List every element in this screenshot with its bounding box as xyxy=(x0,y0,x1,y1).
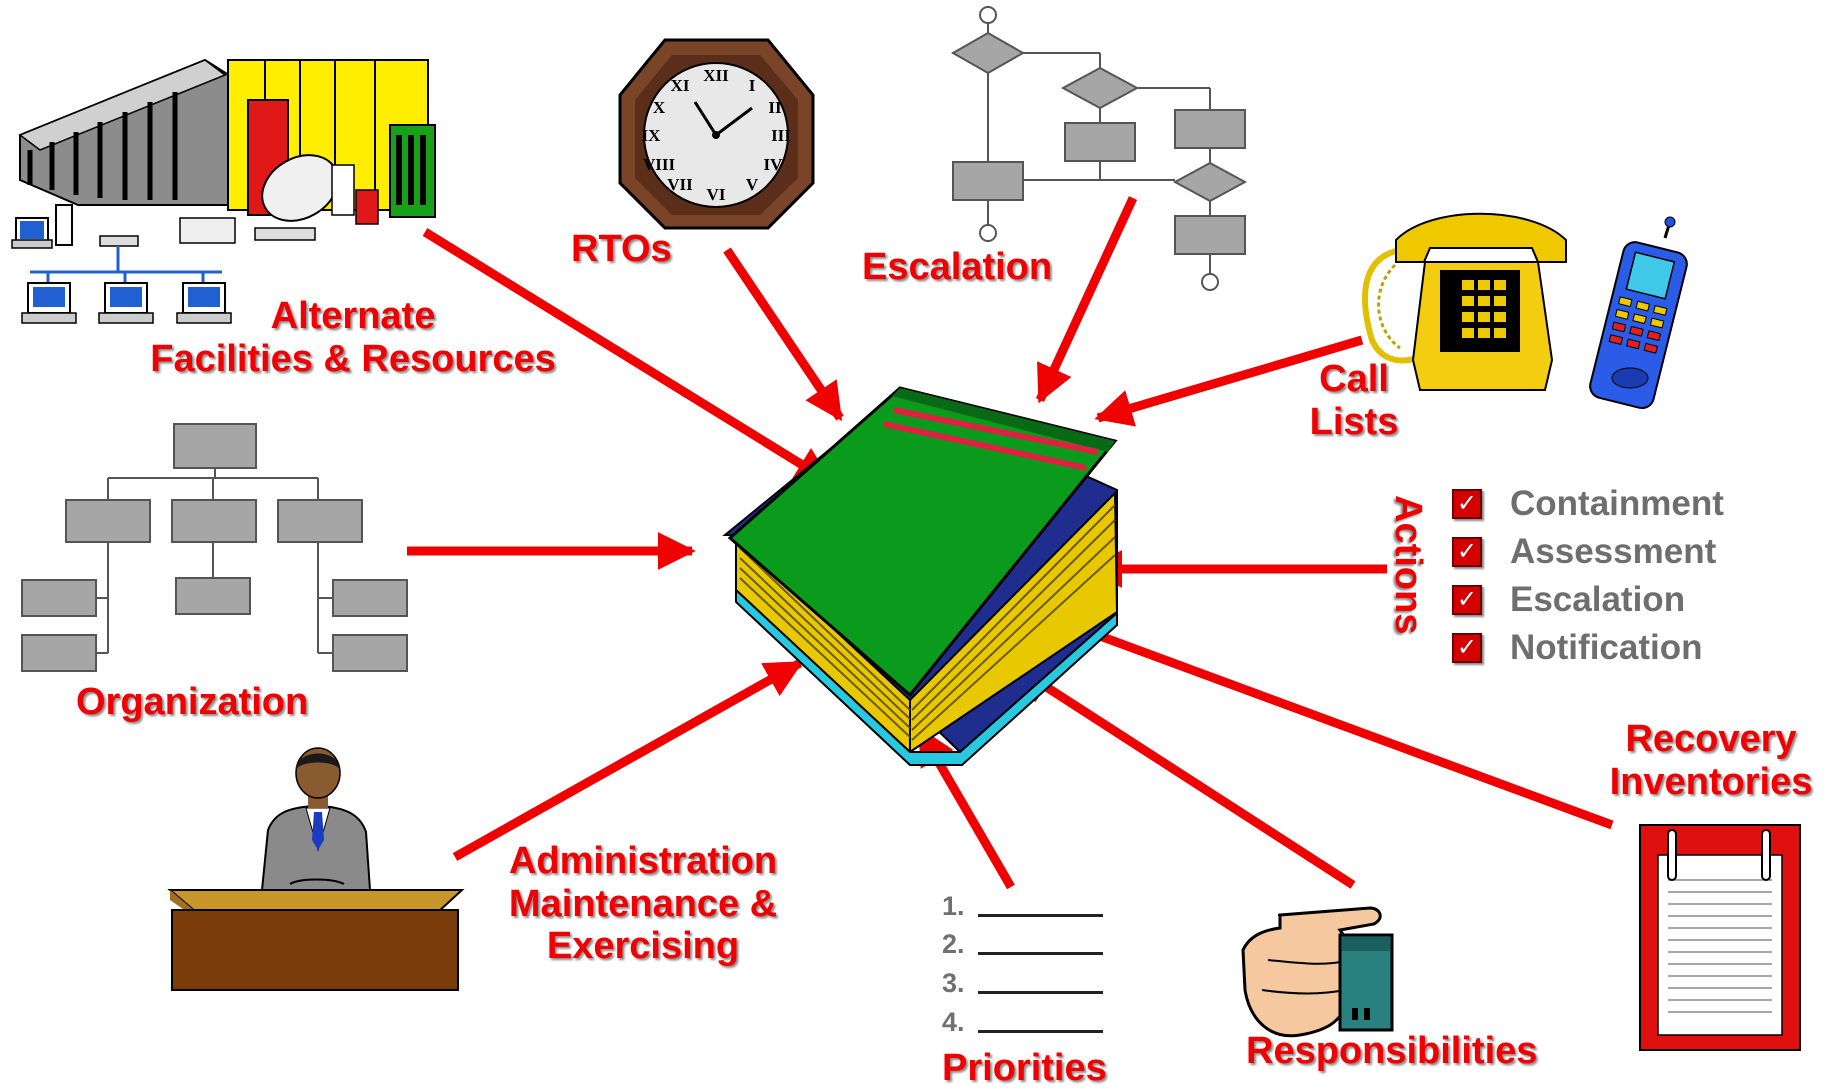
priority-row: 2. xyxy=(942,922,1103,960)
action-item-assessment: ✓ Assessment xyxy=(1452,532,1716,572)
computer-facility-icon xyxy=(11,58,436,324)
label-admin-line2: Maintenance & xyxy=(508,882,778,925)
priority-row: 4. xyxy=(942,1000,1103,1038)
checkbox-icon: ✓ xyxy=(1452,537,1482,567)
svg-text:IV: IV xyxy=(764,155,784,174)
flowchart-icon xyxy=(950,6,1248,291)
checkbox-icon: ✓ xyxy=(1452,585,1482,615)
label-rtos: RTOs xyxy=(571,228,672,270)
label-organization: Organization xyxy=(76,681,309,723)
cell-phone-icon xyxy=(1589,216,1688,410)
label-administration: Administration Maintenance & Exercising xyxy=(478,840,808,968)
priority-blank xyxy=(978,914,1103,917)
svg-text:XII: XII xyxy=(703,66,729,85)
priority-number: 1. xyxy=(942,891,965,921)
action-label: Escalation xyxy=(1510,580,1686,619)
telephone-icon xyxy=(1362,212,1567,391)
arrow-administration xyxy=(452,659,804,861)
label-call-line2: Lists xyxy=(1309,400,1399,443)
label-recovery-inventories: Recovery Inventories xyxy=(1586,718,1835,803)
svg-text:IX: IX xyxy=(642,126,662,145)
arrow-escalation xyxy=(1035,196,1138,404)
label-call-line1: Call xyxy=(1319,358,1389,400)
action-item-escalation: ✓ Escalation xyxy=(1452,580,1685,620)
svg-text:VII: VII xyxy=(667,175,693,194)
numbered-list-icon: 1. xyxy=(942,884,1103,922)
label-alternate-facilities: Alternate Facilities & Resources xyxy=(128,295,578,380)
pointing-hand-icon xyxy=(1241,906,1394,1038)
priority-row: 3. xyxy=(942,961,1103,999)
priority-number: 2. xyxy=(942,929,965,959)
label-alternate-line1: Alternate xyxy=(270,295,436,337)
priority-blank xyxy=(978,952,1103,955)
svg-text:I: I xyxy=(749,76,756,95)
priority-number: 4. xyxy=(942,1007,965,1037)
checkbox-icon: ✓ xyxy=(1452,633,1482,663)
priority-blank xyxy=(978,1030,1103,1033)
svg-text:II: II xyxy=(768,98,782,117)
arrow-call-lists xyxy=(1094,335,1364,427)
label-recovery-line1: Recovery xyxy=(1625,718,1797,760)
svg-text:VI: VI xyxy=(707,185,726,204)
svg-text:X: X xyxy=(653,98,666,117)
label-responsibilities: Responsibilities xyxy=(1246,1030,1538,1072)
label-alternate-line2: Facilities & Resources xyxy=(150,337,556,380)
action-label: Containment xyxy=(1510,484,1724,523)
action-item-containment: ✓ Containment xyxy=(1452,484,1724,524)
arrow-recovery xyxy=(1031,606,1614,830)
svg-text:V: V xyxy=(746,175,759,194)
plan-book-icon xyxy=(722,386,1119,766)
arrow-responsibilities xyxy=(1013,664,1356,889)
label-admin-line1: Administration xyxy=(508,840,778,882)
label-call-lists: Call Lists xyxy=(1298,358,1410,443)
action-label: Assessment xyxy=(1510,532,1717,571)
label-priorities: Priorities xyxy=(942,1047,1107,1089)
label-escalation: Escalation xyxy=(862,246,1053,288)
svg-text:VIII: VIII xyxy=(643,155,676,174)
clipboard-icon xyxy=(1639,824,1801,1051)
priority-number: 3. xyxy=(942,968,965,998)
priority-blank xyxy=(978,991,1103,994)
checkbox-icon: ✓ xyxy=(1452,489,1482,519)
action-item-notification: ✓ Notification xyxy=(1452,628,1702,668)
label-admin-line3: Exercising xyxy=(546,925,740,968)
arrows xyxy=(407,196,1614,890)
label-actions: Actions xyxy=(1387,495,1429,635)
svg-text:XI: XI xyxy=(671,76,690,95)
action-label: Notification xyxy=(1510,628,1703,667)
svg-text:III: III xyxy=(771,126,791,145)
label-recovery-line2: Inventories xyxy=(1609,760,1813,803)
arrow-alternate-facilities xyxy=(422,228,834,486)
org-chart-icon xyxy=(21,423,408,672)
manager-desk-icon xyxy=(167,747,465,991)
arrow-rtos xyxy=(723,247,844,422)
